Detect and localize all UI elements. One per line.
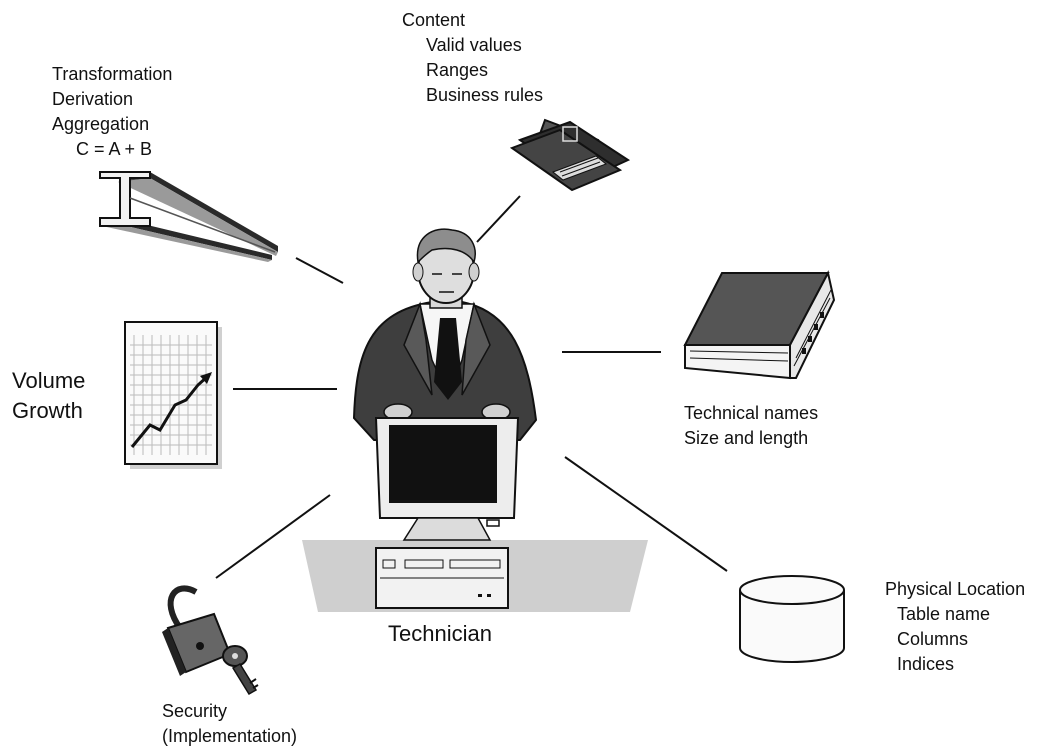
physical-item: Table name xyxy=(897,604,991,624)
padlock-key-icon xyxy=(162,585,259,696)
content-item: Business rules xyxy=(426,85,544,105)
technician-computer-illustration xyxy=(302,228,648,612)
transformation-line: Derivation xyxy=(52,89,134,109)
transformation-line: Aggregation xyxy=(52,114,150,134)
security-label-group: Security (Implementation) xyxy=(162,699,297,749)
physical-label-group: Physical Location Table name Columns Ind… xyxy=(885,577,1025,677)
security-line: Security xyxy=(162,701,228,721)
wallet-icon xyxy=(509,118,631,192)
database-cylinder-icon xyxy=(739,575,845,663)
technical-line: Size and length xyxy=(684,428,809,448)
volume-label-group: Volume Growth xyxy=(12,366,85,426)
physical-heading: Physical Location xyxy=(885,579,1026,599)
content-heading: Content xyxy=(402,10,466,30)
volume-line: Volume xyxy=(12,368,86,393)
book-icon xyxy=(683,270,836,380)
i-beam-icon xyxy=(99,171,278,262)
growth-chart-icon xyxy=(124,321,222,469)
technical-line: Technical names xyxy=(684,403,819,423)
technical-label-group: Technical names Size and length xyxy=(684,401,818,451)
connector-security xyxy=(215,494,331,579)
connector-content xyxy=(476,195,521,243)
content-item: Ranges xyxy=(426,60,489,80)
security-line: (Implementation) xyxy=(162,726,298,746)
content-item: Valid values xyxy=(426,35,522,55)
transformation-formula: C = A + B xyxy=(76,139,153,159)
technician-label: Technician xyxy=(388,621,492,646)
connector-physical xyxy=(564,456,728,572)
transformation-line: Transformation xyxy=(52,64,173,84)
physical-item: Columns xyxy=(897,629,969,649)
transformation-label-group: Transformation Derivation Aggregation C … xyxy=(52,62,172,162)
volume-line: Growth xyxy=(12,398,83,423)
physical-item: Indices xyxy=(897,654,955,674)
connector-transformation xyxy=(295,257,344,284)
content-label-group: Content Valid values Ranges Business rul… xyxy=(402,8,543,108)
